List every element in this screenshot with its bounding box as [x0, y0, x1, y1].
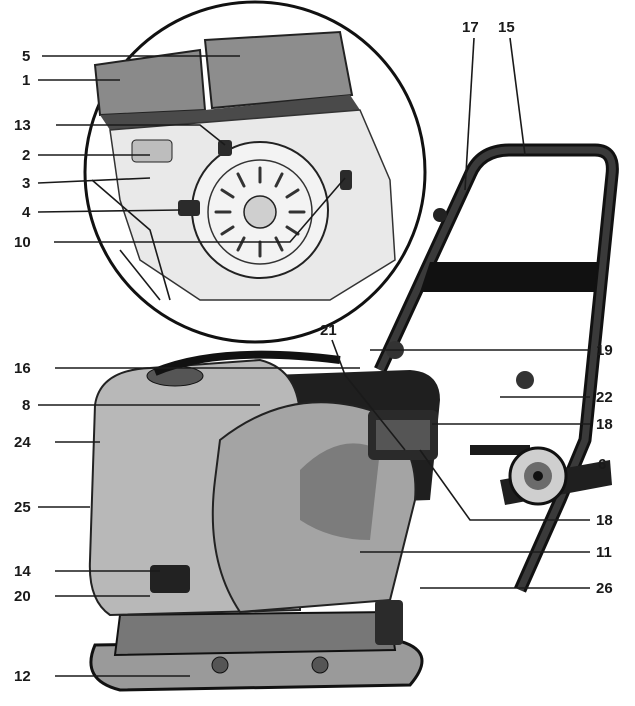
leader-lines [37, 37, 590, 677]
label-18b: 18 [596, 512, 613, 529]
label-2: 2 [22, 147, 30, 164]
label-6: 6 [598, 456, 606, 473]
compactor-body [88, 350, 440, 692]
label-11: 11 [596, 544, 612, 561]
label-26: 26 [596, 580, 613, 597]
callout-labels: 5 1 13 2 3 4 10 17 15 21 16 19 8 22 18 2… [14, 19, 613, 685]
label-10: 10 [14, 234, 31, 251]
label-4: 4 [22, 204, 31, 221]
label-18a: 18 [596, 416, 613, 433]
label-3: 3 [22, 175, 30, 192]
label-5: 5 [22, 48, 30, 65]
label-1: 1 [22, 72, 30, 89]
label-12: 12 [14, 668, 31, 685]
label-25: 25 [14, 499, 31, 516]
label-15: 15 [498, 19, 515, 36]
label-13: 13 [14, 117, 31, 134]
engine-detail-inset [83, 0, 427, 344]
label-14: 14 [14, 563, 31, 580]
transport-wheel [470, 445, 568, 506]
label-16: 16 [14, 360, 31, 377]
label-20: 20 [14, 588, 31, 605]
label-19: 19 [596, 342, 613, 359]
label-8: 8 [22, 397, 30, 414]
label-24: 24 [14, 434, 31, 451]
label-17: 17 [462, 19, 479, 36]
label-22: 22 [596, 389, 613, 406]
label-21: 21 [320, 322, 337, 339]
